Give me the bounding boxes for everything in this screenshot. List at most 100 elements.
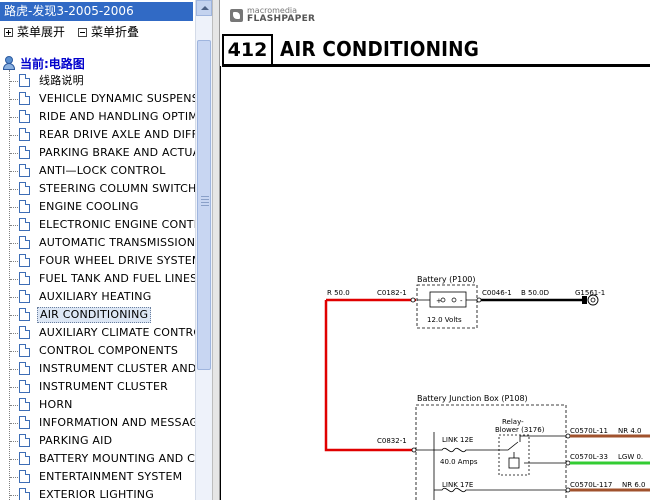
tree-item-label: ENGINE COOLING xyxy=(39,200,139,213)
tree-item-label: PARKING BRAKE AND ACTUATION xyxy=(39,146,195,159)
tree-item-label: ANTI—LOCK CONTROL xyxy=(39,164,166,177)
svg-text:-: - xyxy=(460,297,463,305)
logo-product: FLASHPAPER xyxy=(247,14,316,24)
tree-item[interactable]: AUXILIARY CLIMATE CONTROL xyxy=(0,324,195,342)
tree-item[interactable]: FOUR WHEEL DRIVE SYSTEMS xyxy=(0,252,195,270)
document-icon xyxy=(19,236,30,249)
tree-item-label: FUEL TANK AND FUEL LINES xyxy=(39,272,195,285)
expand-all-button[interactable]: 菜单展开 xyxy=(4,22,65,42)
wire-in-label: R 50.0 xyxy=(327,289,350,297)
tree-item-label: AIR CONDITIONING xyxy=(37,307,152,323)
wiring-diagram: R 50.0 C0182-1 Battery (P100) + - 12.0 V… xyxy=(324,275,650,500)
scroll-thumb[interactable] xyxy=(197,40,211,370)
tree-item[interactable]: INSTRUMENT CLUSTER AND PANEL xyxy=(0,360,195,378)
tree-item[interactable]: AUTOMATIC TRANSMISSION xyxy=(0,234,195,252)
tree-item[interactable]: PARKING AID xyxy=(0,432,195,450)
tree-item[interactable]: EXTERIOR LIGHTING xyxy=(0,486,195,500)
tree-item[interactable]: ENTERTAINMENT SYSTEM xyxy=(0,468,195,486)
out-3-wire: NR 6.0 xyxy=(622,481,645,489)
tree-item[interactable]: AIR CONDITIONING xyxy=(0,306,195,324)
tree-item-label: REAR DRIVE AXLE AND DIFFERENTIAL xyxy=(39,128,195,141)
tree-item-label: HORN xyxy=(39,398,73,411)
document-icon xyxy=(19,308,30,321)
ground-label: G1561-1 xyxy=(575,289,605,297)
tree-root[interactable]: 当前:电路图 xyxy=(2,54,85,72)
expand-all-label: 菜单展开 xyxy=(17,25,66,39)
document-icon xyxy=(19,218,30,231)
minus-box-icon xyxy=(78,27,87,37)
pane-splitter[interactable] xyxy=(212,0,220,500)
logo-brand: macromedia xyxy=(247,6,298,15)
battery-box xyxy=(416,284,478,329)
tree-connector-line xyxy=(9,70,10,500)
collapse-all-label: 菜单折叠 xyxy=(91,25,140,39)
document-icon xyxy=(19,74,30,87)
scroll-up-arrow-icon[interactable] xyxy=(196,0,212,16)
tree-item[interactable]: BATTERY MOUNTING AND CABLES xyxy=(0,450,195,468)
tree-item[interactable]: STEERING COLUMN SWITCHES xyxy=(0,180,195,198)
relay-label-2: Blower (3176) xyxy=(495,426,545,434)
tree-item[interactable]: INSTRUMENT CLUSTER xyxy=(0,378,195,396)
battery-symbol: + xyxy=(436,297,442,305)
document-icon xyxy=(19,434,30,447)
out-1-wire: NR 4.0 xyxy=(618,427,641,435)
tree-item-label: AUTOMATIC TRANSMISSION xyxy=(39,236,195,249)
wire-red-feed xyxy=(324,300,416,452)
menu-toggle-bar: 菜单展开 菜单折叠 xyxy=(0,22,193,42)
tree-item[interactable]: HORN xyxy=(0,396,195,414)
tree-item-label: INSTRUMENT CLUSTER AND PANEL xyxy=(39,362,195,375)
document-icon xyxy=(19,128,30,141)
grip-icon xyxy=(201,196,209,206)
tree-item[interactable]: VEHICLE DYNAMIC SUSPENSION xyxy=(0,90,195,108)
tree-item-label: INSTRUMENT CLUSTER xyxy=(39,380,168,393)
relay-box xyxy=(498,434,530,476)
tree-item[interactable]: ENGINE COOLING xyxy=(0,198,195,216)
fuse-link-17e xyxy=(434,487,476,493)
tree-item-label: AUXILIARY HEATING xyxy=(39,290,152,303)
document-icon xyxy=(19,200,30,213)
page-header: 412 AIR CONDITIONING xyxy=(222,34,650,67)
tree-item-label: ENTERTAINMENT SYSTEM xyxy=(39,470,183,483)
header-rule xyxy=(222,64,650,67)
out-2-conn: C0570L-33 xyxy=(570,453,608,461)
tree-item[interactable]: 线路说明 xyxy=(0,72,195,90)
tree-item-label: AUXILIARY CLIMATE CONTROL xyxy=(39,326,195,339)
out-3-conn: C0570L-117 xyxy=(570,481,612,489)
conn-batt-in-label: C0182-1 xyxy=(377,289,407,297)
document-icon xyxy=(19,452,30,465)
flashpaper-logo-icon xyxy=(230,8,243,22)
tree-item[interactable]: CONTROL COMPONENTS xyxy=(0,342,195,360)
document-icon xyxy=(19,146,30,159)
relay-coil-icon xyxy=(508,457,520,469)
tree-item-label: FOUR WHEEL DRIVE SYSTEMS xyxy=(39,254,195,267)
out-2-wire: LGW 0. xyxy=(618,453,643,461)
tree-scrollbar[interactable] xyxy=(195,0,212,500)
battery-voltage: 12.0 Volts xyxy=(427,316,462,324)
document-icon xyxy=(19,470,30,483)
conn-batt-out-label: C0046-1 xyxy=(482,289,512,297)
document-icon xyxy=(19,488,30,500)
wire-out-label: B 50.0D xyxy=(521,289,549,297)
document-icon xyxy=(19,344,30,357)
tree-item[interactable]: RIDE AND HANDLING OPTIMIZATION xyxy=(0,108,195,126)
out-1-conn: C0570L-11 xyxy=(570,427,608,435)
tree-item[interactable]: REAR DRIVE AXLE AND DIFFERENTIAL xyxy=(0,126,195,144)
collapse-all-button[interactable]: 菜单折叠 xyxy=(78,22,139,42)
page-title: AIR CONDITIONING xyxy=(280,37,480,61)
tree-item-label: PARKING AID xyxy=(39,434,113,447)
tree-item[interactable]: PARKING BRAKE AND ACTUATION xyxy=(0,144,195,162)
document-icon xyxy=(19,182,30,195)
relay-switch xyxy=(476,441,519,451)
document-viewer: macromedia FLASHPAPER 412 AIR CONDITIONI… xyxy=(220,0,650,500)
document-icon xyxy=(19,92,30,105)
bjb-label: Battery Junction Box (P108) xyxy=(417,394,528,403)
tree-item[interactable]: AUXILIARY HEATING xyxy=(0,288,195,306)
junction-box xyxy=(415,404,567,500)
tree-item[interactable]: FUEL TANK AND FUEL LINES xyxy=(0,270,195,288)
battery-cell xyxy=(429,291,467,308)
tree-item[interactable]: ANTI—LOCK CONTROL xyxy=(0,162,195,180)
